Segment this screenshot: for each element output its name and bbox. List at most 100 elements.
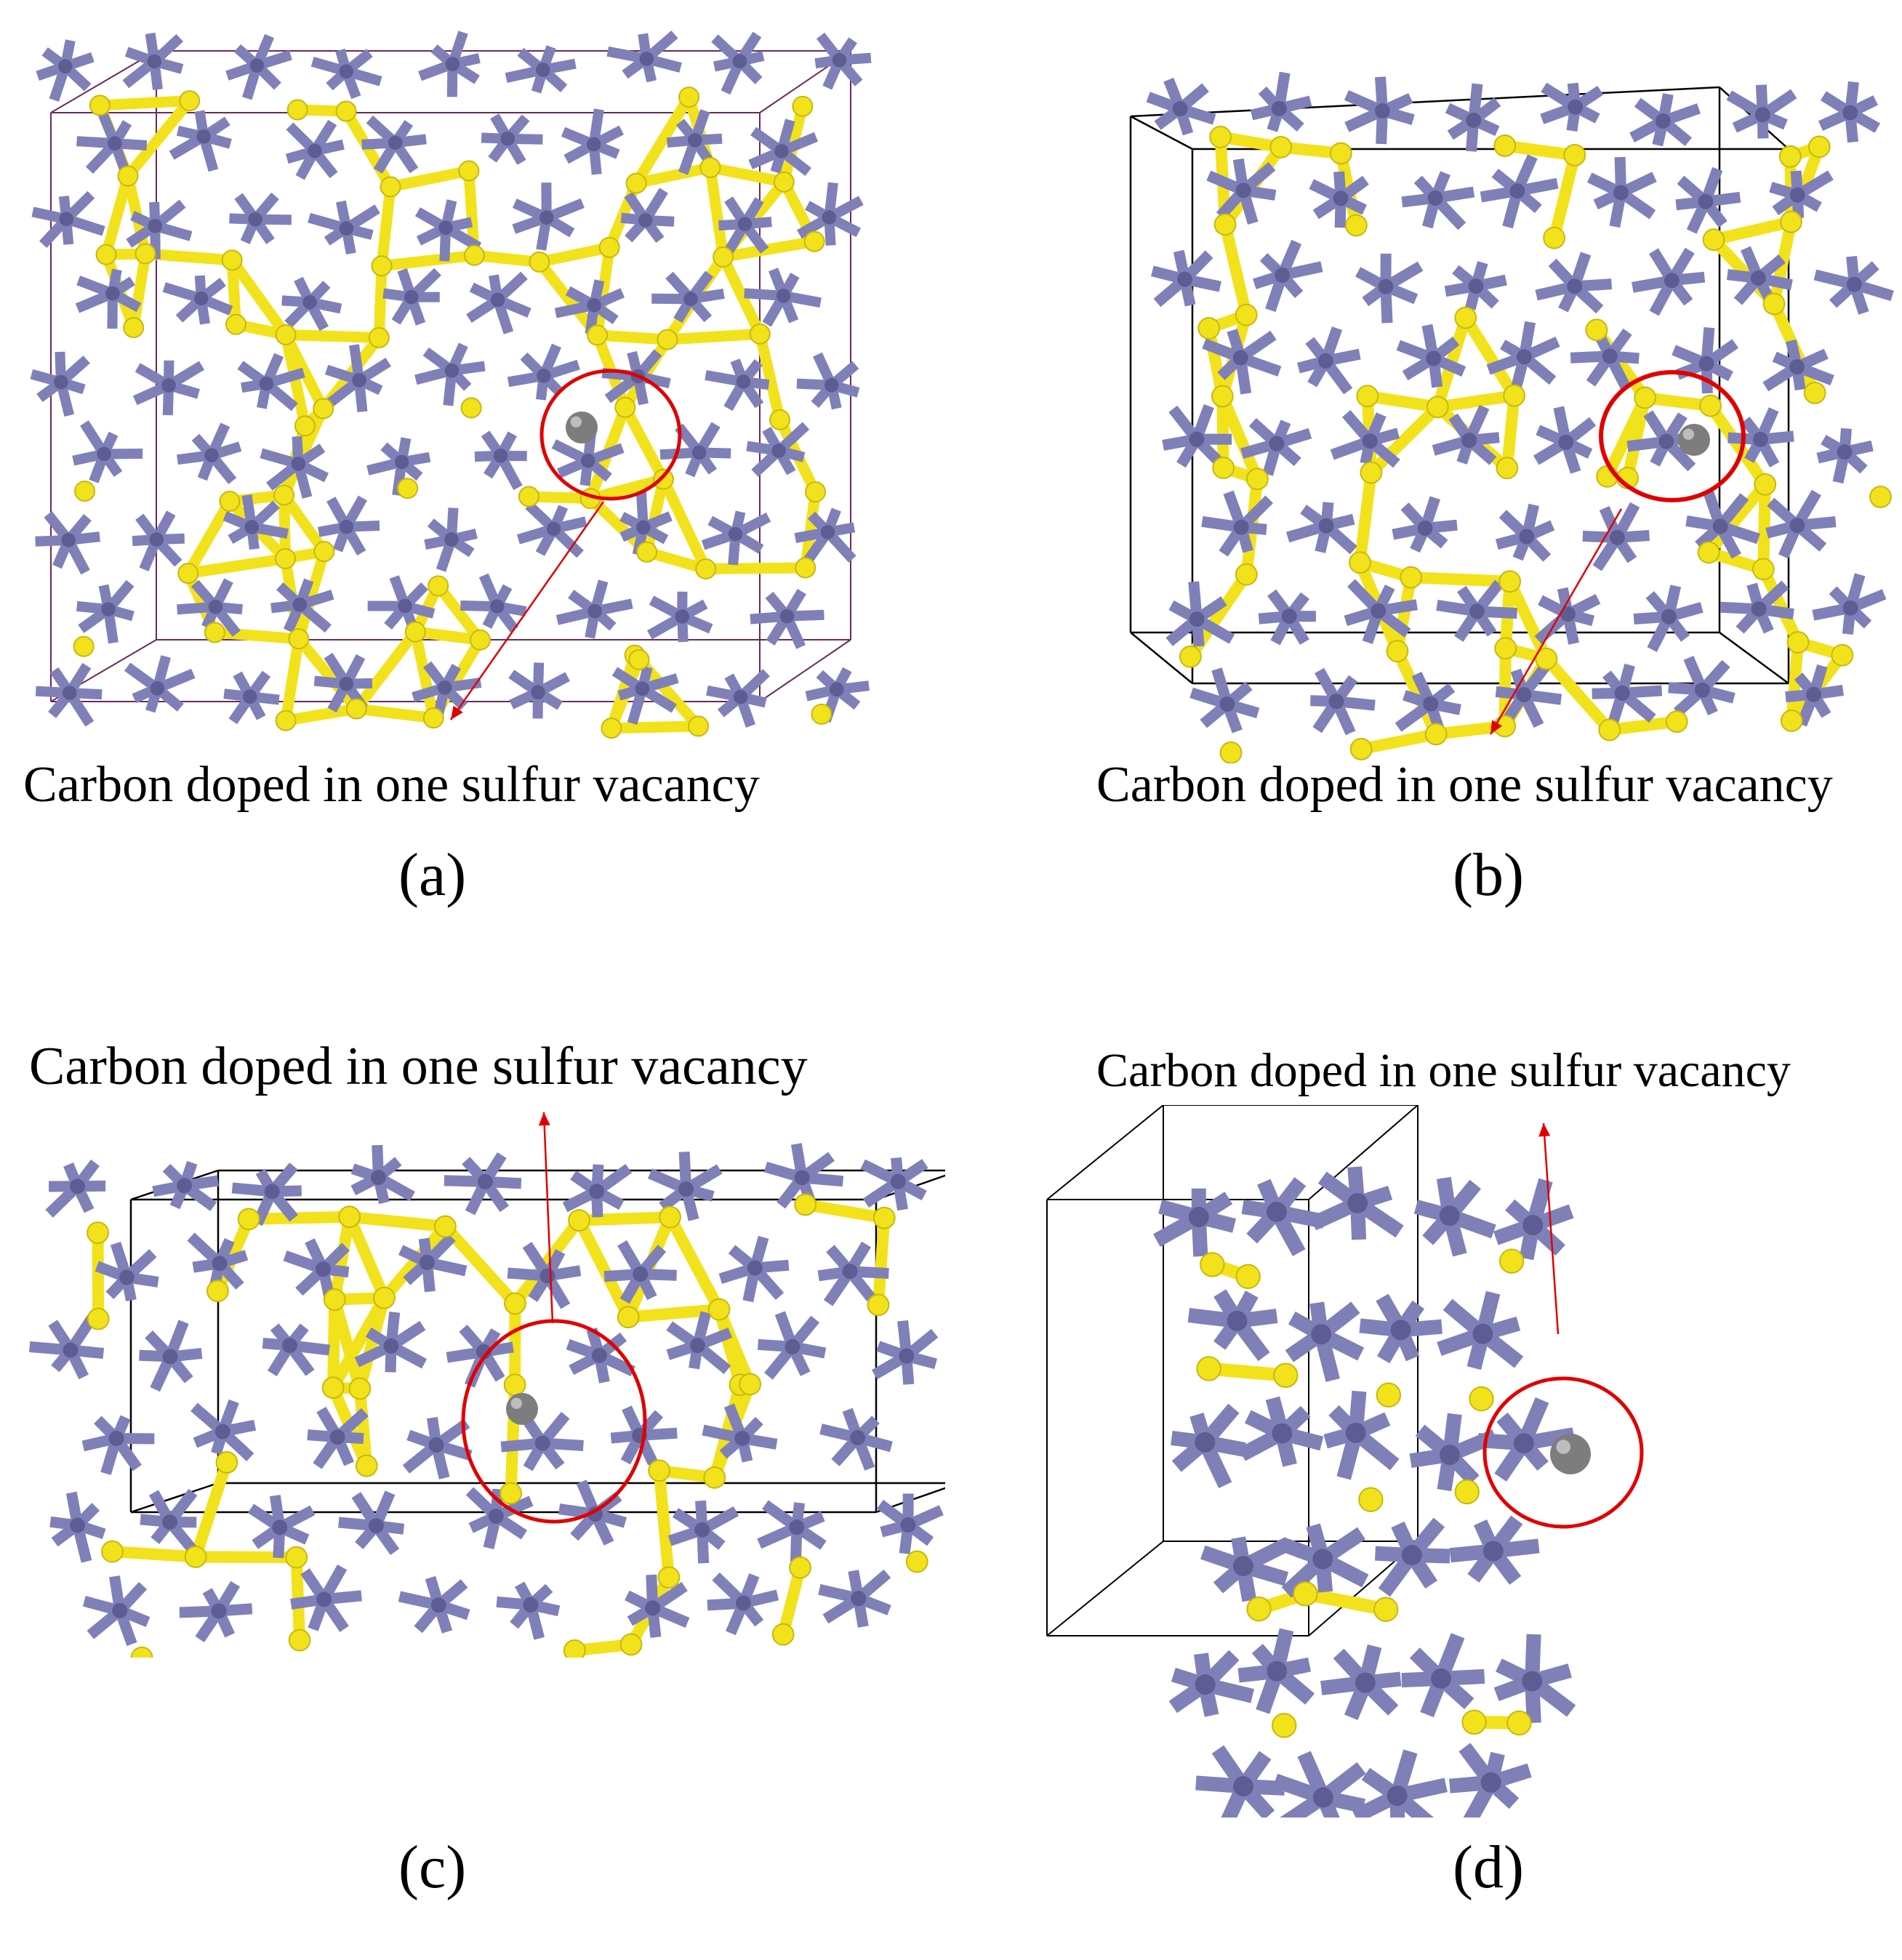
- tin-atom: [204, 448, 219, 463]
- tin-atom: [1482, 1541, 1504, 1562]
- tin-atom: [1317, 353, 1333, 369]
- unit-cell-edge: [1130, 86, 1720, 118]
- tin-atom: [162, 1349, 178, 1365]
- sulfur-bond: [1501, 390, 1520, 474]
- sulfur-atom: [503, 1373, 526, 1397]
- sulfur-bond: [1703, 478, 1771, 558]
- sulfur-atom: [1503, 384, 1526, 407]
- tin-atom: [493, 449, 508, 463]
- sulfur-atom: [1454, 306, 1477, 329]
- tin-atom: [1362, 433, 1378, 449]
- vacancy-highlight-circle: [461, 1319, 647, 1524]
- sulfur-bond: [872, 1212, 891, 1311]
- tin-atom: [1655, 113, 1671, 129]
- sulfur-bond: [280, 633, 305, 726]
- sulfur-atom: [678, 87, 700, 108]
- tin-atom: [1842, 600, 1858, 616]
- panel-d: [945, 1105, 1902, 1818]
- sulfur-atom: [653, 468, 675, 490]
- sulfur-atom: [1424, 723, 1448, 746]
- pointer-arrow-line: [1542, 1122, 1560, 1335]
- sulfur-atom: [1273, 1362, 1299, 1389]
- sulfur-bond: [1219, 218, 1253, 321]
- pointer-arrow-head: [1538, 1123, 1551, 1137]
- tin-atom: [339, 519, 354, 534]
- tin-atom: [70, 1517, 86, 1533]
- sulfur-atom: [769, 409, 791, 430]
- carbon-highlight: [570, 416, 582, 427]
- sulfur-bond: [353, 1383, 373, 1472]
- tin-atom: [1522, 1215, 1544, 1236]
- sulfur-atom: [1498, 570, 1522, 593]
- tin-atom: [675, 609, 690, 624]
- sulfur-atom: [345, 698, 367, 720]
- tin-atom: [339, 676, 354, 691]
- sulfur-bond: [1708, 216, 1797, 246]
- tin-atom: [149, 532, 164, 547]
- sulfur-bond: [409, 626, 439, 724]
- pointer-arrow-head: [1490, 720, 1502, 734]
- sulfur-bond: [226, 254, 241, 330]
- tin-atom: [249, 58, 265, 73]
- sulfur-atom: [237, 1208, 260, 1231]
- sulfur-bond: [329, 1210, 356, 1306]
- sulfur-bond: [293, 546, 330, 645]
- sulfur-bond: [280, 329, 329, 414]
- sulfur-atom: [1358, 1487, 1384, 1512]
- tin-atom: [586, 137, 601, 152]
- sulfur-atom: [795, 557, 816, 579]
- sulfur-atom: [368, 326, 390, 348]
- sulfur-atom: [1376, 1382, 1402, 1408]
- tin-atom: [394, 454, 409, 470]
- tin-atom: [1188, 1206, 1209, 1227]
- sulfur-atom: [338, 1205, 361, 1229]
- tin-atom: [1387, 1786, 1408, 1807]
- tin-atom: [339, 64, 354, 79]
- sulfur-bond: [376, 181, 396, 272]
- sulfur-atom: [872, 1206, 896, 1229]
- sulfur-atom: [628, 648, 650, 670]
- sulfur-atom: [1535, 647, 1558, 670]
- tin-atom: [1468, 278, 1484, 294]
- tin-atom: [316, 1261, 332, 1277]
- sulfur-bond: [353, 1292, 390, 1395]
- tin-atom: [244, 520, 260, 534]
- sulfur-atom: [275, 710, 297, 731]
- sulfur-atom: [458, 160, 480, 182]
- tin-atom: [150, 681, 165, 696]
- sulfur-atom: [1209, 125, 1232, 148]
- carbon-atom: [566, 411, 598, 443]
- sulfur-atom: [805, 481, 827, 503]
- tin-atom: [1560, 606, 1576, 622]
- sulfur-bond: [343, 1210, 390, 1304]
- sulfur-bond: [585, 473, 670, 505]
- sulfur-atom: [348, 1377, 372, 1400]
- tin-atom: [1235, 182, 1251, 198]
- sulfur-atom: [285, 1546, 308, 1569]
- carbon-atom: [1550, 1434, 1591, 1474]
- tin-atom: [1754, 107, 1770, 123]
- tin-atom: [1269, 435, 1285, 451]
- structure-c: [29, 1112, 945, 1658]
- sulfur-bond: [1757, 563, 1805, 648]
- sulfur-atom: [1803, 382, 1826, 404]
- tin-atom: [733, 689, 748, 704]
- sulfur-atom: [1293, 1581, 1318, 1607]
- tin-atom: [1189, 611, 1205, 627]
- tin-atom: [108, 1431, 124, 1447]
- sulfur-bond: [754, 328, 786, 425]
- tin-atom: [62, 686, 77, 700]
- tin-atom: [1227, 1310, 1248, 1331]
- panel-c: [0, 1105, 945, 1658]
- sulfur-atom: [499, 1482, 523, 1505]
- sulfur-atom: [1786, 631, 1810, 654]
- sulfur-bond: [1621, 392, 1651, 484]
- sulfur-bond: [664, 1211, 726, 1316]
- sulfur-bond: [278, 489, 292, 564]
- sulfur-bond: [705, 161, 790, 188]
- sulfur-atom: [321, 1376, 345, 1399]
- label-b: (b): [1453, 841, 1524, 909]
- sulfur-atom: [206, 1280, 229, 1303]
- tin-atom: [281, 1338, 297, 1354]
- tin-atom: [734, 1430, 750, 1446]
